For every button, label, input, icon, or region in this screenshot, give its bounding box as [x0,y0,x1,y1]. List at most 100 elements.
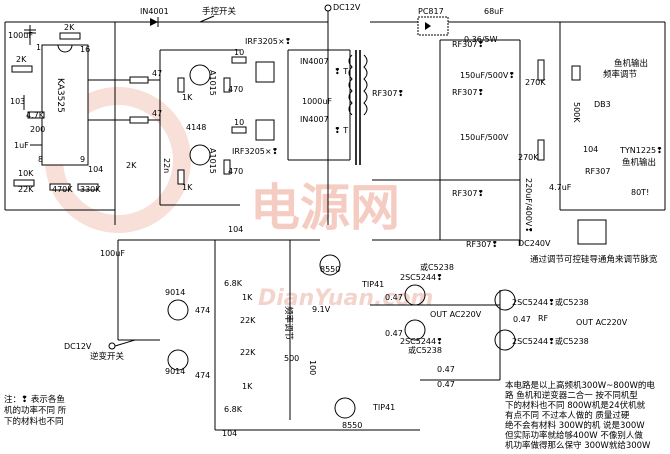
in4001-diode: IN4001 [140,7,169,27]
svg-text:1K: 1K [242,293,253,302]
svg-text:有点不同 不过本人做的 质量过硬: 有点不同 不过本人做的 质量过硬 [505,410,630,421]
svg-text:474: 474 [195,371,210,380]
svg-text:2K: 2K [64,23,75,32]
svg-text:22n: 22n [162,158,171,173]
svg-text:100uF: 100uF [100,249,125,258]
svg-text:或C5238: 或C5238 [420,262,454,272]
svg-text:10: 10 [234,118,244,127]
svg-text:270K: 270K [525,78,546,87]
svg-text:0.47: 0.47 [385,329,403,338]
svg-text:500: 500 [284,354,299,363]
svg-text:500K: 500K [572,102,581,123]
svg-text:IN4007: IN4007 [300,115,329,124]
svg-text:RF307❢: RF307❢ [466,240,498,249]
svg-text:KA3525: KA3525 [55,78,65,113]
svg-text:❢ T: ❢ T [334,67,348,76]
svg-text:9: 9 [80,155,85,164]
svg-text:下的材料也不同: 下的材料也不同 [4,416,64,427]
svg-text:2SC5244❢或C5238: 2SC5244❢或C5238 [512,297,589,307]
svg-text:2SC5244❢: 2SC5244❢ [400,337,443,346]
mosfet-stage: IRF3205×❢ IRF3205×❢ IN4007 IN4007 1000uF… [232,37,351,161]
svg-text:47: 47 [152,109,162,118]
svg-text:104: 104 [583,145,598,154]
svg-text:机功率做得那么保守 300W就给300W: 机功率做得那么保守 300W就给300W [505,440,651,451]
svg-text:DB3: DB3 [594,100,611,109]
svg-text:逆变开关: 逆变开关 [90,351,125,362]
inverter-switch: DC12V 逆变开关 [64,339,136,362]
svg-text:OUT AC220V: OUT AC220V [576,318,628,327]
svg-text:TIP41: TIP41 [372,403,395,412]
svg-text:47: 47 [152,69,162,78]
svg-text:150uF/500V: 150uF/500V [460,133,509,142]
ic-periphery: 100uF 2K 2K 103 4.7K 200 1uF 10K 22K 470… [8,23,160,194]
svg-text:IRF3205×❢: IRF3205×❢ [232,147,278,156]
svg-text:220uF/400V❢: 220uF/400V❢ [524,178,533,233]
svg-text:9014: 9014 [165,367,185,376]
svg-text:绝不会有材料 300W的机 说是300W: 绝不会有材料 300W的机 说是300W [505,420,645,431]
svg-text:注：❢ 表示各鱼: 注：❢ 表示各鱼 [4,394,65,405]
output-capacitors: 150uF/500V❢ 150uF/500V 270K 270K 220uF/4… [460,40,551,248]
svg-text:DC12V: DC12V [64,342,92,351]
svg-text:474: 474 [195,306,210,315]
svg-text:A1015: A1015 [208,148,217,174]
svg-text:1000uF: 1000uF [302,97,332,106]
svg-text:DC240V: DC240V [518,239,551,248]
svg-text:1K: 1K [242,382,253,391]
svg-text:68uF: 68uF [484,7,504,16]
manual-switch: 手控开关 [199,6,237,23]
svg-text:0.47: 0.47 [437,365,455,374]
dc12v-top-label: DC12V [333,3,361,12]
svg-text:2K: 2K [16,55,27,64]
output-transistors: 或C5238 2SC5244❢ 2SC5244❢ 或C5238 2SC5244❢… [370,262,628,389]
svg-text:但实际功率就给够400W 不像别人做: 但实际功率就给够400W 不像别人做 [505,430,643,441]
svg-text:手控开关: 手控开关 [202,6,237,17]
svg-text:8550: 8550 [342,421,362,430]
optocoupler-pc817: PC817 68uF [417,7,504,36]
svg-text:通过调节可控硅导通角来调节脉宽: 通过调节可控硅导通角来调节脉宽 [530,254,658,265]
svg-text:200: 200 [30,125,45,134]
svg-text:RF307❢: RF307❢ [452,189,484,198]
svg-text:2K: 2K [126,161,137,170]
note-bottom-left: 注：❢ 表示各鱼 机的功率不同 所 下的材料也不同 [4,394,67,427]
svg-text:9014: 9014 [165,288,185,297]
svg-text:RF307❢: RF307❢ [452,88,484,97]
inverter-frame: 104 100uF 6.8K 6.8K 474 474 22K 22K 1K 1… [100,225,420,438]
svg-text:OUT AC220V: OUT AC220V [430,310,482,319]
svg-text:6.8K: 6.8K [224,279,243,288]
top-wiring [4,4,665,225]
svg-text:IRF3205×❢: IRF3205×❢ [245,37,291,46]
svg-text:22K: 22K [240,348,256,357]
svg-text:频率调节: 频率调节 [283,306,294,341]
svg-text:机的功率不同 所: 机的功率不同 所 [4,405,67,416]
svg-text:80T!: 80T! [631,188,649,197]
svg-text:100: 100 [308,360,317,375]
svg-text:RF307❢: RF307❢ [452,40,484,49]
svg-text:9.1V: 9.1V [312,305,331,314]
svg-text:RF307: RF307 [585,167,610,176]
watermark: 电源网 DianYuan.com [45,87,433,311]
svg-text:10: 10 [234,48,244,57]
svg-text:下的材料也不同 800W机是24伏机就: 下的材料也不同 800W机是24伏机就 [505,400,646,411]
svg-text:4148: 4148 [186,123,206,132]
svg-text:RF307❢: RF307❢ [372,89,404,98]
svg-text:104: 104 [228,225,243,234]
svg-text:路 鱼机和逆变器二合一 按不同机型: 路 鱼机和逆变器二合一 按不同机型 [505,390,638,401]
svg-text:270K: 270K [518,153,539,162]
transformer [348,50,368,165]
svg-text:22K: 22K [18,185,34,194]
svg-text:22K: 22K [240,316,256,325]
svg-text:A1015: A1015 [208,70,217,96]
svg-text:8: 8 [38,155,43,164]
svg-text:0.47: 0.47 [385,293,403,302]
svg-text:IN4007: IN4007 [300,57,329,66]
secondary-rectifier: RF307❢ RF307❢ RF307❢ RF307❢ RF307❢ 0.36/… [372,35,520,249]
svg-text:1K: 1K [182,93,193,102]
svg-text:470: 470 [228,167,243,176]
svg-text:本电路是以上高频机300W~800W的电: 本电路是以上高频机300W~800W的电 [505,380,655,391]
svg-text:TYN1225❢: TYN1225❢ [619,146,663,155]
svg-text:频率调节: 频率调节 [603,69,638,80]
svg-text:330K: 330K [80,185,101,194]
driver-stage: 47 47 4148 A1015 A1015 1K 1K 470 470 2K … [126,48,247,206]
svg-text:PC817: PC817 [418,7,444,16]
watermark-url: DianYuan.com [258,286,433,311]
